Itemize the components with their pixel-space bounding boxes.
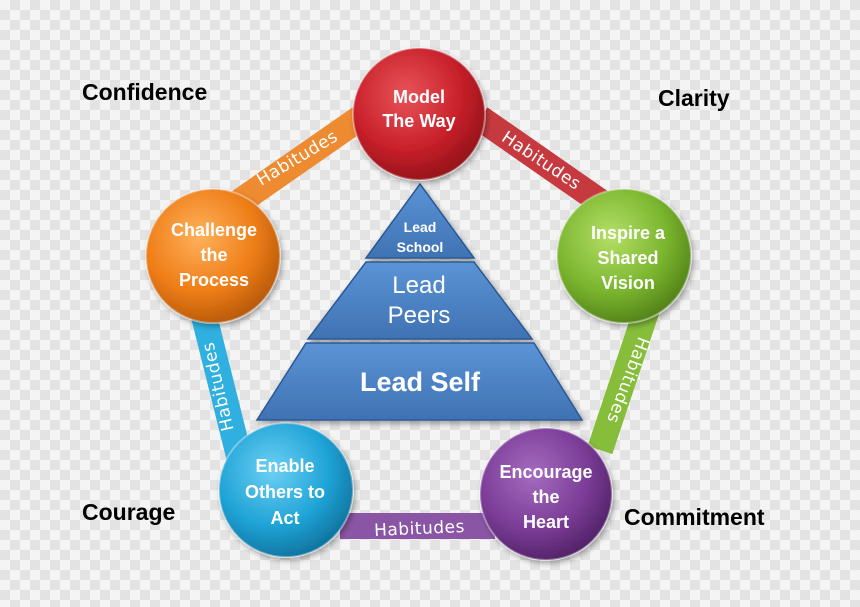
node-inspire-line1: Inspire a [591,223,666,243]
pyramid-middle [306,261,534,340]
node-encourage-line1: Encourage [499,462,592,482]
node-inspire-shared-vision [556,188,692,324]
node-inspire-line3: Vision [601,273,655,293]
pyramid-middle-line1: Lead [392,272,445,299]
node-encourage-line2: the [533,487,560,507]
band-label-bottom: Habitudes [374,517,466,541]
node-inspire-line2: Shared [597,248,658,268]
node-enable-line3: Act [270,508,299,528]
pyramid-middle-line2: Peers [388,302,451,329]
node-encourage-the-heart [479,427,613,561]
node-model-the-way [352,47,486,181]
corner-commitment: Commitment [624,504,765,530]
node-model-line1: Model [393,87,445,107]
node-encourage-line3: Heart [523,512,569,532]
node-challenge-the-process [145,188,281,324]
band-top-left [227,107,368,216]
pyramid-top-line2: School [397,239,444,255]
band-top-right [472,107,613,216]
node-challenge-line3: Process [179,270,249,290]
pyramid-top [364,182,476,259]
pyramid [255,182,584,421]
corner-courage: Courage [82,499,175,525]
band-label-top-left: Habitudes [253,127,341,191]
pyramid-bottom-label: Lead Self [360,367,481,397]
node-enable-line1: Enable [255,456,314,476]
node-challenge-line2: the [201,245,228,265]
corner-confidence: Confidence [82,79,207,105]
band-label-top-right: Habitudes [498,127,585,194]
pyramid-bottom [255,342,584,421]
node-challenge-line1: Challenge [171,220,257,240]
band-right [587,295,663,455]
corner-clarity: Clarity [658,85,730,111]
node-enable-others-to-act [218,422,354,558]
band-left [187,296,253,464]
node-model-line2: The Way [382,111,455,131]
node-enable-line2: Others to [245,482,325,502]
pyramid-top-line1: Lead [404,219,437,235]
